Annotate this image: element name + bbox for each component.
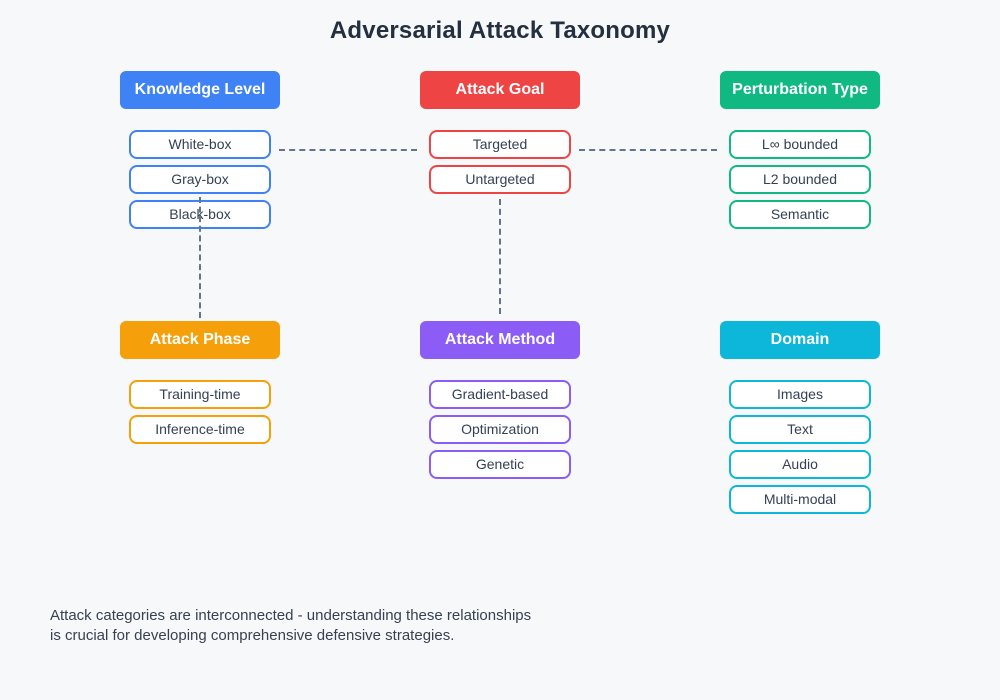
footer-note: Attack categories are interconnected - u… [50, 606, 531, 646]
column-knowledge-level: Knowledge Level White-box Gray-box Black… [120, 71, 280, 235]
node-gradient-based: Gradient-based [429, 380, 571, 409]
node-semantic: Semantic [729, 200, 871, 229]
column-perturbation-type: Perturbation Type L∞ bounded L2 bounded … [720, 71, 880, 235]
page-title: Adversarial Attack Taxonomy [329, 17, 671, 44]
connector-whitebox-targeted [279, 149, 417, 151]
items-domain: Images Text Audio Multi-modal [720, 380, 880, 514]
footer-note-line1: Attack categories are interconnected - u… [50, 607, 532, 624]
node-images: Images [729, 380, 871, 409]
column-attack-phase: Attack Phase Training-time Inference-tim… [120, 321, 280, 450]
footer-note-line2: is crucial for developing comprehensive … [50, 627, 455, 644]
node-multi-modal: Multi-modal [729, 485, 871, 514]
node-white-box: White-box [129, 130, 271, 159]
connector-blackbox-attackphase [199, 197, 201, 318]
connector-targeted-linf [579, 149, 717, 151]
node-linf-bounded: L∞ bounded [729, 130, 871, 159]
node-gray-box: Gray-box [129, 165, 271, 194]
header-attack-goal: Attack Goal [420, 71, 580, 109]
node-genetic: Genetic [429, 450, 571, 479]
node-text: Text [729, 415, 871, 444]
header-perturbation-type: Perturbation Type [720, 71, 880, 109]
column-attack-goal: Attack Goal Targeted Untargeted [420, 71, 580, 200]
items-perturbation-type: L∞ bounded L2 bounded Semantic [720, 130, 880, 229]
column-attack-method: Attack Method Gradient-based Optimizatio… [420, 321, 580, 485]
items-knowledge-level: White-box Gray-box Black-box [120, 130, 280, 229]
node-inference-time: Inference-time [129, 415, 271, 444]
header-attack-method: Attack Method [420, 321, 580, 359]
node-l2-bounded: L2 bounded [729, 165, 871, 194]
header-knowledge-level: Knowledge Level [120, 71, 280, 109]
node-optimization: Optimization [429, 415, 571, 444]
items-attack-method: Gradient-based Optimization Genetic [420, 380, 580, 479]
node-audio: Audio [729, 450, 871, 479]
header-attack-phase: Attack Phase [120, 321, 280, 359]
node-untargeted: Untargeted [429, 165, 571, 194]
header-domain: Domain [720, 321, 880, 359]
items-attack-goal: Targeted Untargeted [420, 130, 580, 194]
connector-untargeted-attackmethod [499, 199, 501, 314]
items-attack-phase: Training-time Inference-time [120, 380, 280, 444]
node-training-time: Training-time [129, 380, 271, 409]
column-domain: Domain Images Text Audio Multi-modal [720, 321, 880, 520]
node-targeted: Targeted [429, 130, 571, 159]
